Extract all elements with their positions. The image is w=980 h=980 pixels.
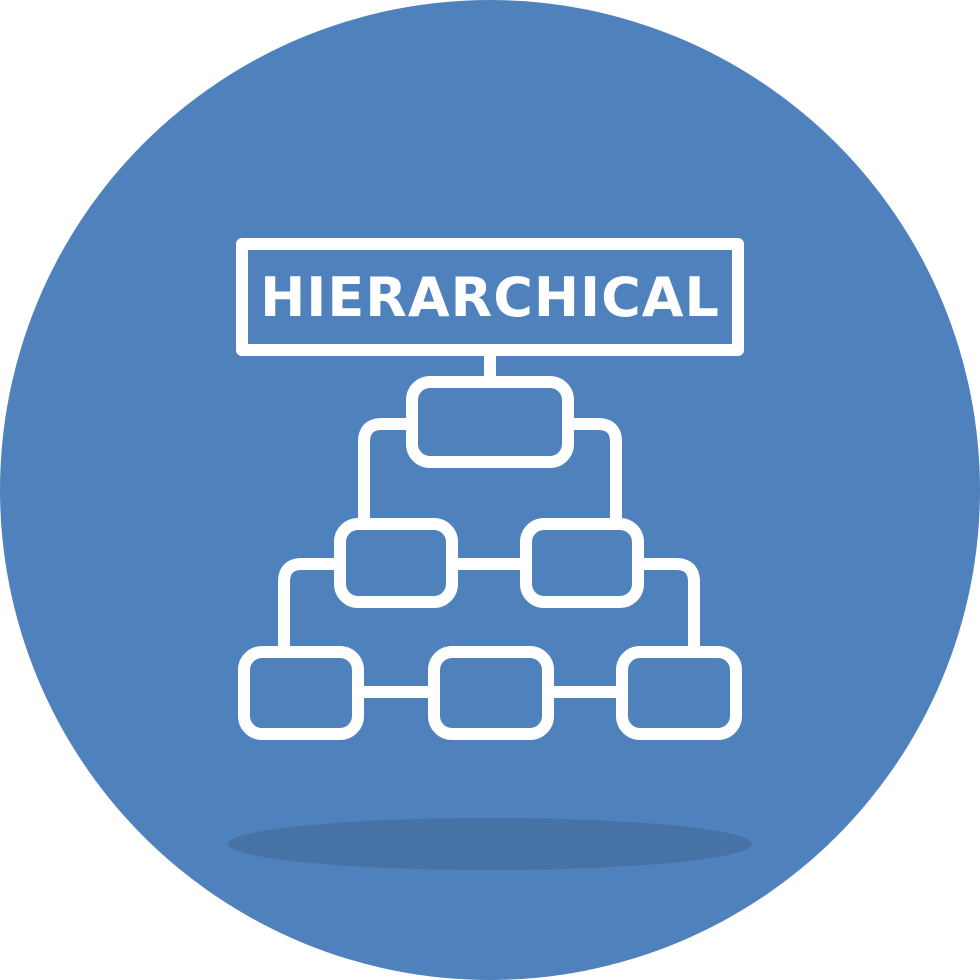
node-level-3-left [238,646,364,740]
label-text: HIERARCHICAL [260,265,720,329]
node-level-3-center [428,646,554,740]
node-level-3-right [616,646,742,740]
connector-line [358,418,418,530]
connector-line [562,418,622,530]
connector-line [632,558,700,658]
node-level-2-right [520,518,644,608]
node-level-1 [406,376,574,468]
connector-line [278,558,346,658]
node-level-2-left [334,518,458,608]
ground-shadow [228,818,752,870]
